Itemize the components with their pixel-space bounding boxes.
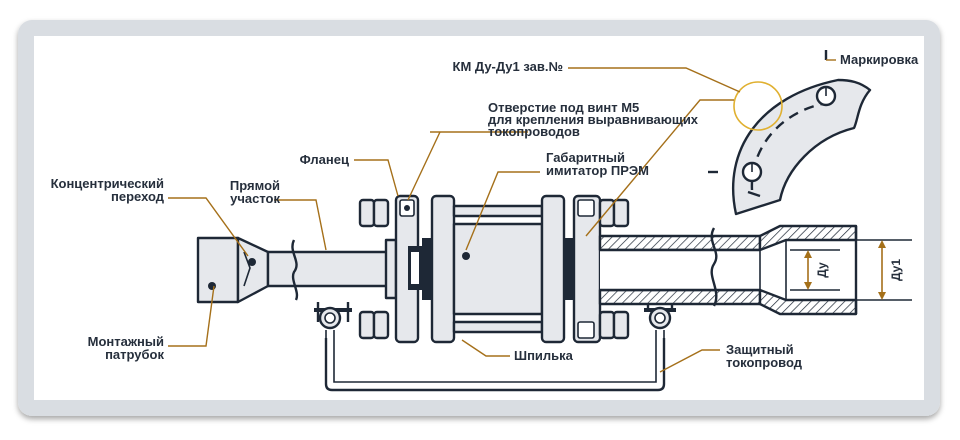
reducer-label-line2: переход	[111, 189, 165, 204]
straight-label-line1: Прямой	[230, 178, 280, 193]
text-labels: КМ Ду-Ду1 зав.№ Маркировка Отверстие под…	[51, 52, 919, 370]
left-bracket	[314, 302, 352, 330]
right-pipe	[598, 227, 762, 307]
conductor-label-line2: токопровод	[726, 355, 803, 370]
dummy-label-line1: Габаритный	[546, 150, 625, 165]
left-flange	[358, 194, 456, 344]
screw-hole	[404, 205, 410, 211]
dimension-du: Ду	[790, 249, 840, 291]
dim-du-label: Ду	[815, 262, 829, 278]
dummy-label-line2: имитатор ПРЭМ	[546, 163, 649, 178]
leaders	[168, 59, 836, 373]
right-flange	[540, 194, 630, 344]
protective-conductor	[324, 330, 666, 392]
straight-section	[266, 239, 392, 301]
stud-label: Шпилька	[514, 348, 574, 363]
marking-highlight-circle	[733, 81, 783, 131]
dimension-du1: Ду1	[856, 239, 912, 301]
right-bracket	[644, 304, 676, 330]
nozzle-label-line1: Монтажный	[88, 334, 164, 349]
nozzle-label-line2: патрубок	[105, 347, 164, 362]
marking-label: Маркировка	[840, 52, 919, 67]
mounting-nozzle	[196, 236, 270, 304]
nozzle-mark	[248, 258, 256, 266]
flange-label: Фланец	[300, 152, 349, 167]
hole-label-line1: Отверстие под винт М5	[488, 100, 639, 115]
marking-detail	[708, 50, 872, 216]
reducer-label-line1: Концентрический	[51, 176, 164, 191]
hole-label-line3: токопроводов	[488, 124, 580, 139]
hole-label-line2: для крепления выравнивающих	[488, 112, 699, 127]
prem-dummy	[452, 222, 544, 316]
conductor-label-line1: Защитный	[726, 342, 794, 357]
pipe-break-line	[710, 227, 718, 307]
break-line	[291, 239, 299, 301]
dim-du1-label: Ду1	[889, 259, 903, 281]
km-marking-label: КМ Ду-Ду1 зав.№	[453, 59, 563, 74]
straight-label-line2: участок	[230, 191, 280, 206]
